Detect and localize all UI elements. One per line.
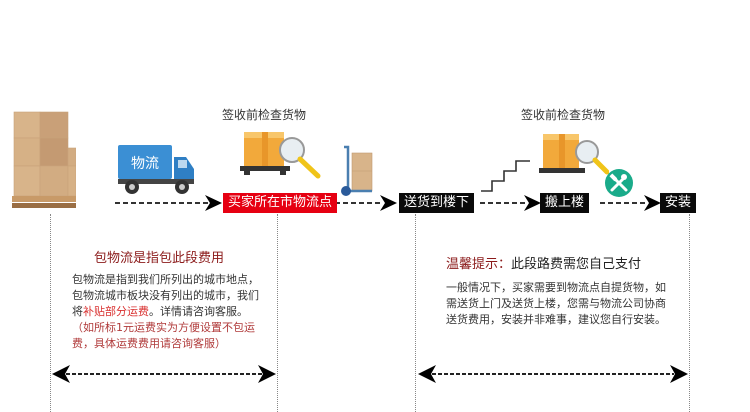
left-box-title: 包物流是指包此段费用 xyxy=(94,251,225,266)
left-range-arrow-start xyxy=(52,365,70,383)
inspect-goods-caption-2: 签收前检查货物 xyxy=(521,108,606,122)
right-box-title-rest: 此段路费需您自己支付 xyxy=(511,257,642,272)
divider-line xyxy=(50,214,51,412)
arrow-head-1 xyxy=(205,195,222,211)
inspect-package-icon xyxy=(240,132,321,179)
inspect-goods-caption: 签收前检查货物 xyxy=(222,108,307,122)
stairs-icon xyxy=(481,160,530,192)
right-range-arrow-start xyxy=(418,365,436,383)
step-deliver-downstairs: 送货到楼下 xyxy=(399,193,475,213)
arrow-head-4 xyxy=(644,195,661,211)
tools-icon xyxy=(605,169,633,197)
step-carry-upstairs: 搬上楼 xyxy=(540,193,590,213)
truck-label: 物流 xyxy=(131,156,159,172)
left-box-note: （如所标1元运费实为方便设置不包运费，具体运费费用请咨询客服） xyxy=(72,321,255,350)
arrow-head-3 xyxy=(524,195,541,211)
inspect-package-icon-2 xyxy=(539,134,609,175)
logistics-truck-icon: 物流 xyxy=(118,145,194,194)
hand-trolley-icon xyxy=(341,145,373,196)
pallet-boxes-icon xyxy=(12,111,76,208)
left-box-text-a: 包物流是指到我们所列出的城市地点，包物流城市板块没有列出的城市，我们将 xyxy=(72,273,259,318)
arrow-head-2 xyxy=(380,195,397,211)
left-box-highlight: 补贴部分运费 xyxy=(83,305,149,318)
right-box-title-prefix: 温馨提示： xyxy=(446,257,512,272)
left-box-text: 包物流是指到我们所列出的城市地点，包物流城市板块没有列出的城市，我们将补贴部分运… xyxy=(72,272,262,352)
left-box-text-b: 。详情请咨询客服。 xyxy=(149,305,248,318)
right-box-title: 温馨提示：此段路费需您自己支付 xyxy=(446,253,641,272)
flow-arrows xyxy=(115,195,661,211)
divider-line xyxy=(277,214,278,412)
step-buyer-city-logistics-point: 买家所在市物流点 xyxy=(223,193,338,213)
divider-line xyxy=(415,214,416,412)
divider-line xyxy=(689,214,690,412)
left-range-arrow-end xyxy=(258,365,276,383)
step-install: 安装 xyxy=(660,193,697,213)
right-box-text: 一般情况下，买家需要到物流点自提货物，如需送货上门及送货上楼，您需与物流公司协商… xyxy=(446,281,666,326)
range-arrows xyxy=(52,365,688,383)
right-range-arrow-end xyxy=(670,365,688,383)
